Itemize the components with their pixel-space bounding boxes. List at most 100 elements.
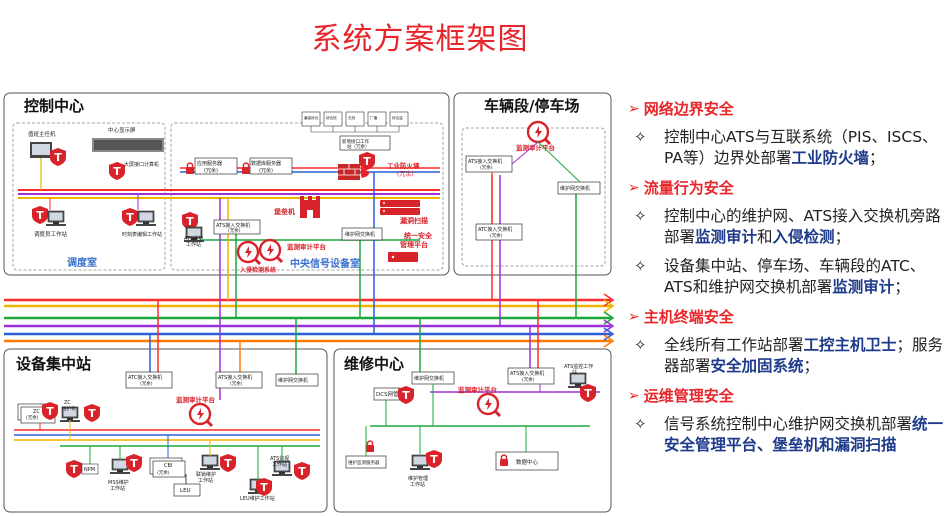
point-text-part: 和 (757, 228, 773, 246)
svg-text:维护管理: 维护管理 (408, 475, 428, 482)
svg-text:监测审计平台: 监测审计平台 (458, 385, 498, 394)
mc-audit-platform: 监测审计平台 (458, 385, 502, 418)
bullet-icon: ✧ (634, 336, 647, 354)
region-control-center (3, 92, 450, 276)
svg-text:(冗余): (冗余) (204, 167, 218, 174)
section-point: ✧信号系统控制中心维护网交换机部署统一安全管理平台、堡垒机和漏洞扫描 (628, 414, 944, 456)
region-title-depot: 车辆段/停车场 (484, 97, 579, 115)
mc-monitor-server: 维护监测服务器 (345, 426, 387, 469)
section-marker: ➢ (628, 308, 640, 325)
svg-text:ZC: ZC (64, 400, 71, 406)
highlight-term: 工业防火墙 (791, 149, 869, 167)
svg-text:无线: 无线 (348, 115, 356, 120)
mc-ats-switch: ATS接入交换机 (冗余) (507, 367, 555, 385)
highlight-term: 入侵检测 (772, 228, 835, 246)
mc-management-ws: 维护管理 工作站 (408, 426, 442, 488)
svg-text:(冗余): (冗余) (480, 164, 493, 171)
bullet-icon: ✧ (634, 415, 647, 433)
svg-text:(冗余): (冗余) (490, 232, 503, 239)
svg-text:时刻表编辑工作站: 时刻表编辑工作站 (122, 231, 162, 238)
svg-text:漏洞扫描: 漏洞扫描 (400, 216, 428, 225)
svg-text:维护网交换机: 维护网交换机 (345, 231, 375, 238)
svg-text:统一安全: 统一安全 (404, 231, 433, 240)
section-title: 主机终端安全 (643, 308, 734, 326)
point-text-part: ；服务器部署 (664, 336, 944, 375)
center-display: 中心显示屏 (92, 126, 164, 152)
svg-text:ATS接入交换机: ATS接入交换机 (218, 374, 252, 381)
section-heading: ➢流量行为安全 (628, 177, 944, 198)
svg-text:ATS接入交换机: ATS接入交换机 (468, 158, 502, 165)
eq-ats-switch: ATS接入交换机 (冗余) (215, 371, 263, 389)
database-server: 数据库服务器 (冗余) (241, 157, 293, 175)
svg-text:(冗余): (冗余) (157, 469, 170, 476)
bastion-host: 堡垒机 (274, 196, 320, 218)
svg-text:维护网交换机: 维护网交换机 (278, 377, 308, 384)
zc-redundant: ZC (冗余) (17, 402, 58, 424)
new-interconnect-workstation: 新增接口工作 站（冗余） (339, 135, 391, 170)
section-marker: ➢ (628, 100, 640, 117)
svg-text:ATS维护: ATS维护 (184, 235, 203, 242)
section-point: ✧ 全线所有工作站部署工控主机卫士；服务器部署安全加固系统； (628, 335, 944, 377)
signal-room-label: 中央信号设备室 (290, 257, 360, 270)
svg-text:监测审计平台: 监测审计平台 (287, 242, 327, 251)
svg-text:工作站: 工作站 (110, 485, 125, 492)
region-title-maintenance-center: 维修中心 (344, 355, 404, 373)
mc-buses (370, 391, 600, 427)
svg-text:(冗余): (冗余) (397, 170, 414, 178)
section-marker: ➢ (628, 387, 640, 404)
ats-access-switch-cc: ATS接入交换机 (冗余) (213, 219, 261, 235)
svg-text:ATC接入交换机: ATC接入交换机 (478, 226, 512, 233)
eq-drops (39, 420, 283, 484)
svg-text:监测审计平台: 监测审计平台 (516, 143, 556, 152)
svg-text:调度员工作站: 调度员工作站 (34, 230, 68, 238)
svg-text:维护监测服务器: 维护监测服务器 (348, 459, 380, 466)
depot-audit-platform: 监测审计平台 (516, 120, 556, 152)
point-text-part: 控制中心ATS与互联系统（PIS、ISCS、PA等）边界处部署 (664, 128, 938, 167)
point-text-part: 控制中心的维护网、ATS接入交换机旁路部署 (664, 207, 941, 246)
region-depot (453, 92, 612, 276)
big-screen-pc: 大屏接口计算机 (109, 161, 159, 180)
svg-text:NPM: NPM (84, 467, 95, 473)
section-point: ✧控制中心ATS与互联系统（PIS、ISCS、PA等）边界处部署工业防火墙； (628, 127, 944, 169)
svg-text:值班主任机: 值班主任机 (28, 130, 56, 138)
depot-atc-switch: ATC接入交换机 (冗余) (475, 223, 523, 241)
cbi-workstation: 联锁维护 工作站 (196, 454, 236, 484)
vulnerability-scanner: 漏洞扫描 (380, 200, 428, 225)
eq-audit-platform: 监测审计平台 (176, 395, 216, 428)
dispatch-room-label: 调度室 (67, 256, 97, 269)
svg-text:廉量综合: 廉量综合 (304, 115, 319, 120)
duty-officer-station: 值班主任机 (28, 130, 66, 190)
section-point: ✧ 控制中心的维护网、ATS接入交换机旁路部署监测审计和入侵检测； (628, 206, 944, 248)
svg-text:ATS监控工作: ATS监控工作 (564, 363, 593, 370)
highlight-term: 统一安全管理平台、堡垒机和漏洞扫描 (664, 415, 944, 454)
region-title-equipment-station: 设备集中站 (16, 355, 91, 373)
section-heading: ➢运维管理安全 (628, 385, 944, 406)
point-text: 控制中心的维护网、ATS接入交换机旁路部署监测审计和入侵检测； (664, 206, 944, 248)
highlight-term: 监测审计 (695, 228, 758, 246)
mss-workstation: MSS维护 工作站 (108, 454, 142, 492)
region-maintenance-center (333, 348, 612, 513)
comm-servers: 廉量综合 综合信 无线 广播 综合监 (301, 111, 409, 133)
mc-ats-workstation: ATS监控工作 站 (564, 363, 596, 402)
backbone-buses (4, 293, 615, 348)
svg-text:维护机: 维护机 (62, 405, 76, 412)
bullet-icon: ✧ (634, 207, 647, 225)
svg-text:中心显示屏: 中心显示屏 (108, 126, 136, 134)
svg-text:ATS接入交换机: ATS接入交换机 (216, 222, 250, 229)
network-architecture-diagram: T 控制中心 车辆段/停车场 设备集中站 维修中心 调度室 中央信号设备室 (3, 92, 615, 513)
svg-text:(冗余): (冗余) (522, 376, 535, 383)
svg-text:ATC接入交换机: ATC接入交换机 (128, 374, 162, 381)
zc-maint: ZC 维护机 (59, 400, 100, 423)
point-text: 全线所有工作站部署工控主机卫士；服务器部署安全加固系统； (664, 335, 944, 377)
region-title-control-center: 控制中心 (24, 97, 84, 115)
section-heading: ➢主机终端安全 (628, 306, 944, 327)
section-heading: ➢网络边界安全 (628, 98, 944, 119)
ats-maint-workstation: ATS维护 工作站 (182, 212, 205, 248)
svg-text:维护网交换机: 维护网交换机 (414, 375, 444, 382)
svg-text:ZC: ZC (33, 409, 40, 415)
ats-monitor-ws: ATS监视 工作站 (270, 455, 310, 480)
svg-text:CBI: CBI (164, 463, 172, 469)
section-marker: ➢ (628, 179, 640, 196)
dispatch-room-frame (12, 122, 166, 271)
page-title: 系统方案框架图 (311, 22, 529, 57)
